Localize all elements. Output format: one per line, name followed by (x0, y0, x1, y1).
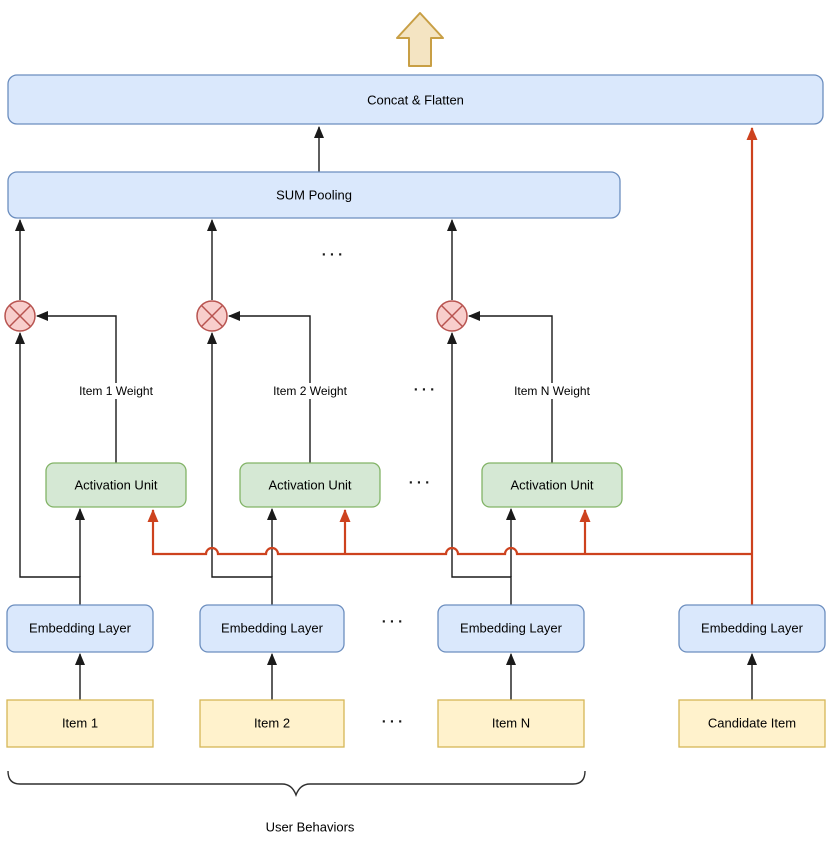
activation-unit-label-2: Activation Unit (268, 478, 351, 493)
activation-unit-node-2 (239, 462, 381, 508)
activation-unit-label-N: Activation Unit (510, 478, 593, 493)
weight-label-bg (268, 383, 352, 399)
ellipsis-top: ... (322, 243, 347, 260)
embedding-layer-node-N (437, 604, 585, 653)
activation-unit-node-1 (45, 462, 187, 508)
weight-label-2: Item 2 Weight (273, 384, 347, 398)
ellipsis-weights: ... (414, 378, 439, 395)
edge-embN-to-multN (447, 332, 512, 605)
edge-act2-weight-to-mult2 (228, 311, 311, 463)
user-behaviors-label: User Behaviors (266, 820, 355, 835)
edge-candemb-to-act1 (147, 509, 752, 556)
sum-pooling-label: SUM Pooling (276, 188, 352, 203)
ellipsis-embedding: ... (382, 610, 407, 627)
item-label-2: Item 2 (254, 716, 290, 731)
ellipsis-activation: ... (409, 471, 434, 488)
activation-unit-label-1: Activation Unit (74, 478, 157, 493)
item-label-N: Item N (492, 716, 530, 731)
embedding-layer-node-candidate (678, 604, 826, 653)
user-behaviors-brace (7, 770, 586, 798)
multiply-icon (436, 300, 468, 332)
output-arrow-icon (396, 12, 444, 67)
edge-actN-weight-to-multN (468, 311, 553, 463)
item-node-1 (6, 699, 154, 748)
edge-emb2-to-mult2 (207, 332, 273, 605)
weight-label-bg (74, 383, 158, 399)
embedding-layer-node-1 (6, 604, 154, 653)
sum-pooling-node (7, 171, 621, 219)
candidate-item-node (678, 699, 826, 748)
weight-label-bg (510, 383, 594, 399)
multiply-icon (4, 300, 36, 332)
concat-flatten-node (7, 74, 824, 125)
weight-label-1: Item 1 Weight (79, 384, 153, 398)
multiply-icon (196, 300, 228, 332)
embedding-layer-label-2: Embedding Layer (221, 621, 324, 636)
embedding-layer-label-N: Embedding Layer (460, 621, 563, 636)
embedding-layer-label-candidate: Embedding Layer (701, 621, 804, 636)
edge-act1-weight-to-mult1 (36, 311, 117, 463)
embedding-layer-label-1: Embedding Layer (29, 621, 132, 636)
activation-unit-node-N (481, 462, 623, 508)
item-label-1: Item 1 (62, 716, 98, 731)
item-node-N (437, 699, 585, 748)
weight-label-N: Item N Weight (514, 384, 590, 398)
edge-emb1-to-mult1 (15, 332, 81, 605)
candidate-item-label: Candidate Item (708, 716, 796, 731)
embedding-layer-node-2 (199, 604, 345, 653)
concat-flatten-label: Concat & Flatten (367, 93, 464, 108)
ellipsis-items: ... (382, 710, 407, 727)
item-node-2 (199, 699, 345, 748)
